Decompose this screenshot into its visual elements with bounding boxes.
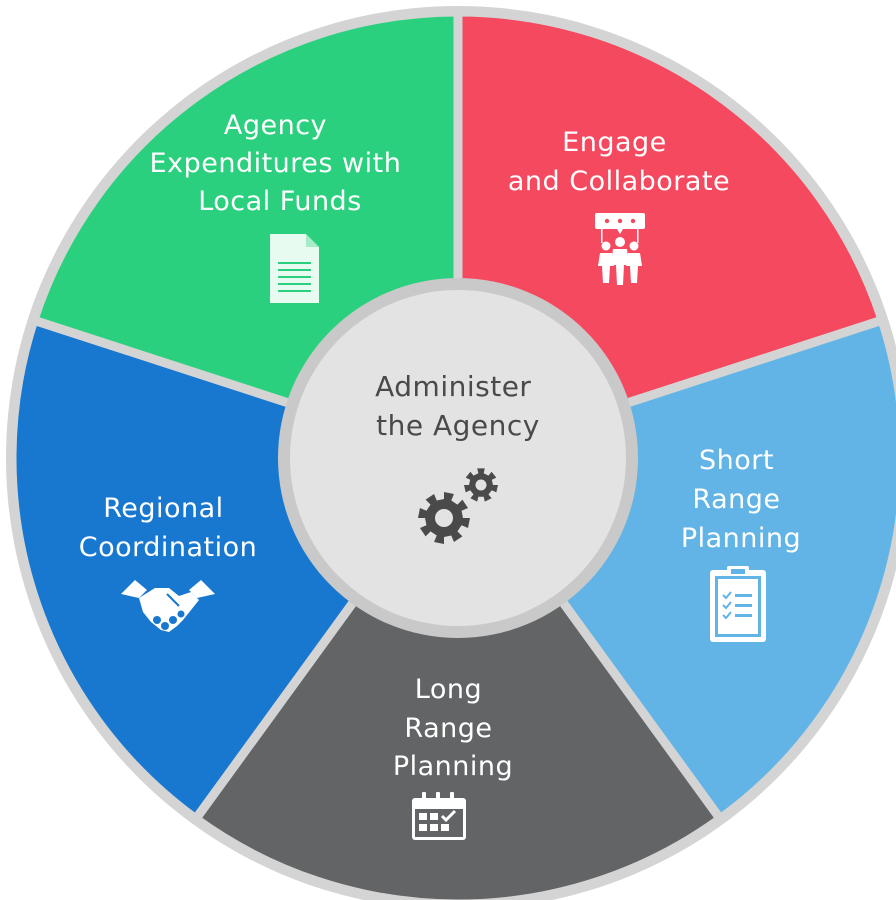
short-range-label: Short Range Planning	[681, 445, 801, 554]
regional-label: Regional Coordination	[79, 493, 258, 563]
clipboard-checklist-icon	[710, 566, 766, 642]
calendar-check-icon	[412, 792, 466, 840]
document-icon	[270, 234, 319, 303]
gears-icon	[418, 468, 498, 544]
segments-layer	[7, 7, 896, 900]
handshake-icon	[121, 580, 215, 632]
people-discussion-icon	[595, 213, 645, 285]
center-hub	[290, 290, 626, 626]
gear-small-shape	[464, 468, 498, 502]
gear-large-shape	[418, 492, 470, 544]
long-range-label: Long Range Planning	[393, 674, 513, 782]
center-label: Administer the Agency	[375, 370, 541, 442]
engage-label: Engage and Collaborate	[508, 127, 730, 197]
expenditures-label: Agency Expenditures with Local Funds	[150, 110, 411, 217]
